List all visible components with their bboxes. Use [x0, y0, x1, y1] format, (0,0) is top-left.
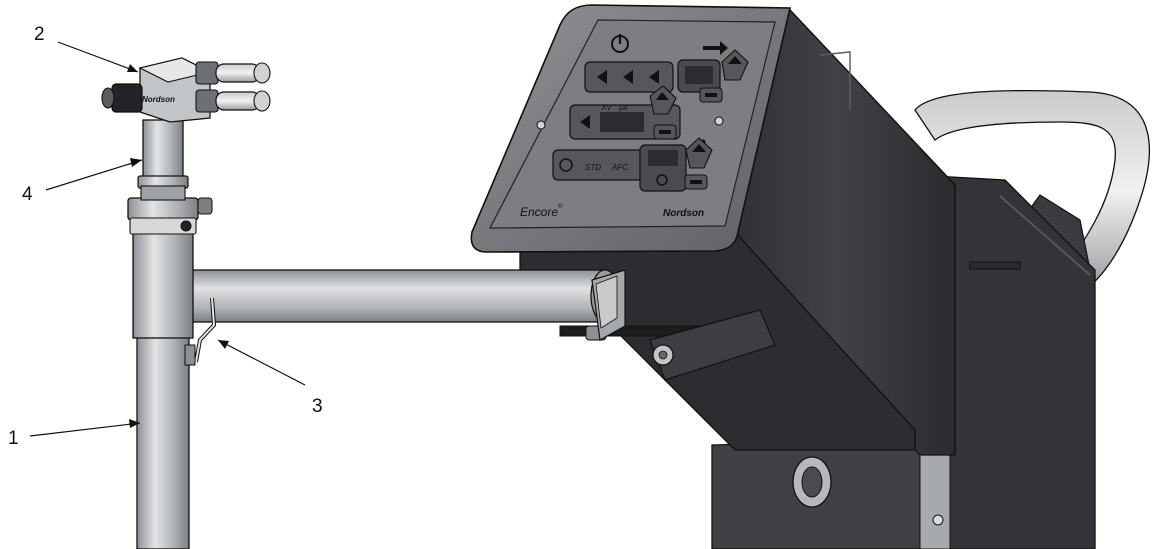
std-label: STD	[585, 163, 601, 172]
cable-hook	[184, 297, 217, 366]
kv-label: KV	[602, 105, 613, 112]
power-icon	[611, 34, 629, 53]
callout-4-label: 4	[22, 184, 33, 205]
air-display[interactable]	[639, 137, 713, 192]
model-label: Encore	[520, 205, 558, 219]
afc-label: AFC	[611, 163, 628, 172]
control-panel: KV µA STD AFC Encore ®	[470, 4, 792, 253]
cart-frame	[711, 89, 1150, 549]
flow-up-down-buttons[interactable]	[699, 49, 749, 103]
panel-brand-label: Nordson	[663, 208, 704, 219]
model-registered-mark: ®	[558, 203, 563, 210]
mode-keypad[interactable]: STD AFC	[552, 149, 646, 181]
gun-brand-label: Nordson	[142, 95, 175, 104]
callout-4: 4	[22, 158, 143, 205]
spray-gun-head: Nordson	[101, 57, 271, 123]
pole-clamp	[127, 197, 199, 221]
gun-extension-tube	[137, 119, 189, 201]
flow-display	[677, 59, 721, 93]
air-fittings	[195, 61, 271, 113]
callout-3: 3	[217, 339, 323, 417]
flow-keypad[interactable]	[584, 61, 674, 93]
gun-trigger-icon	[703, 41, 728, 55]
callout-1-label: 1	[8, 428, 19, 449]
horizontal-arm	[184, 269, 626, 341]
vertical-gun-pole	[127, 197, 213, 549]
ua-label: µA	[619, 105, 628, 112]
callout-2-label: 2	[34, 24, 45, 45]
kv-keypad[interactable]: KV µA	[569, 85, 681, 140]
callout-2: 2	[34, 24, 139, 73]
callout-3-label: 3	[312, 396, 323, 417]
callout-1: 1	[8, 419, 141, 449]
